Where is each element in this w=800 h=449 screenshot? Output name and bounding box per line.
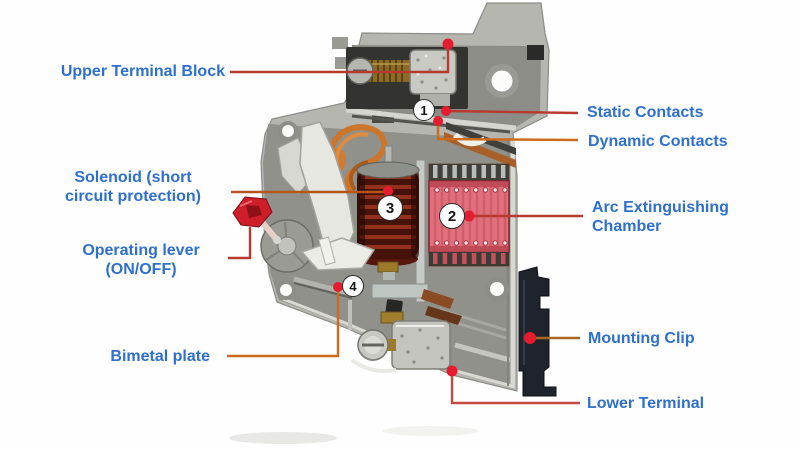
operating-lever	[232, 196, 281, 244]
housing-hole-top-right	[485, 64, 519, 98]
upper-terminal-block	[346, 47, 468, 109]
trip-mechanism	[260, 121, 376, 273]
leader-lower-terminal	[450, 372, 580, 405]
label-mounting-clip: Mounting Clip	[588, 330, 695, 347]
marker-4-bimetal: 4	[342, 275, 364, 297]
leader-bimetal	[227, 289, 340, 358]
housing-hole-mid-right	[485, 277, 509, 301]
dot-bimetal	[333, 282, 343, 292]
bimetal-plate	[293, 276, 462, 325]
leader-dynamic-contacts	[436, 122, 579, 142]
label-operating-lever: Operating lever (ON/OFF)	[82, 242, 200, 278]
dot-mounting-clip	[524, 332, 536, 344]
dot-upper-terminal	[442, 38, 454, 50]
dot-arc-chamber	[463, 210, 475, 222]
dot-dynamic-contacts	[433, 116, 443, 126]
label-lower-terminal: Lower Terminal	[587, 395, 705, 412]
label-static-contacts: Static Contacts	[587, 104, 704, 121]
label-solenoid: Solenoid (short circuit protection)	[64, 169, 201, 205]
marker-2-arc-chamber: 2	[439, 203, 465, 229]
label-arc-chamber: Arc Extinguishing Chamber	[592, 199, 729, 235]
dot-solenoid	[383, 186, 393, 196]
mounting-clip	[518, 266, 557, 397]
pointer-dots	[333, 38, 536, 377]
leader-operating-lever	[228, 227, 252, 260]
leader-lines	[227, 46, 583, 405]
housing-hole-left-bottom	[276, 280, 296, 300]
lower-terminal	[350, 320, 451, 373]
leader-static-contacts	[445, 109, 579, 115]
marker-1-contacts: 1	[413, 99, 435, 121]
dot-static-contacts	[441, 106, 451, 116]
label-bimetal-plate: Bimetal plate	[110, 348, 210, 365]
label-upper-terminal-block: Upper Terminal Block	[60, 63, 225, 80]
leader-upper-terminal	[230, 46, 450, 74]
ground-shadow	[229, 426, 478, 444]
label-dynamic-contacts: Dynamic Contacts	[588, 133, 728, 150]
marker-3-solenoid: 3	[377, 195, 403, 221]
dot-lower-terminal	[446, 365, 458, 377]
housing-hole-left-top	[278, 121, 298, 141]
